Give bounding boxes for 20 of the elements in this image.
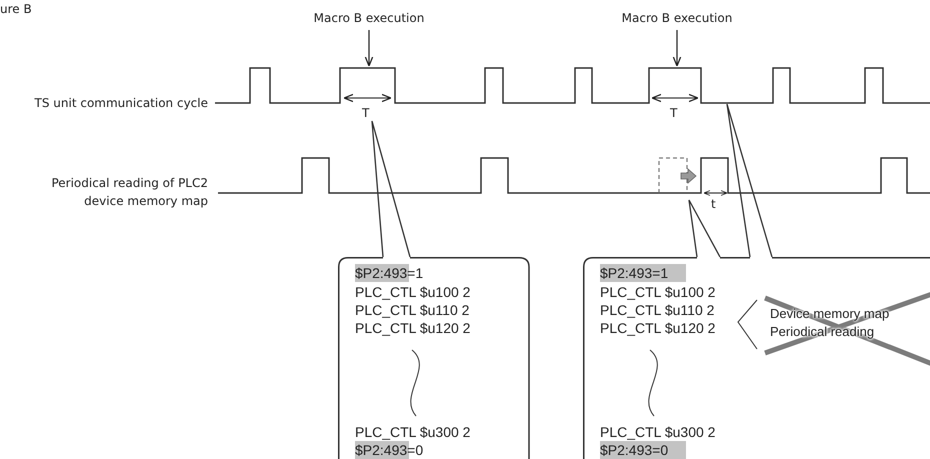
code-line: PLC_CTL $u100 2	[355, 283, 470, 301]
signal-name: TS unit communication cycle	[34, 95, 208, 112]
callout-bubble	[583, 257, 930, 459]
code-line: PLC_CTL $u300 2	[600, 423, 716, 441]
duration-label: T	[362, 105, 370, 122]
callout-bubble	[338, 257, 530, 459]
code-line: PLC_CTL $u110 2	[600, 301, 714, 319]
arrow	[672, 30, 682, 67]
signal-name: Periodical reading of PLC2 device memory map	[50, 175, 208, 210]
duration-label: T	[670, 105, 678, 122]
code-line: PLC_CTL $u120 2	[600, 319, 716, 337]
figure-title: ure B	[0, 1, 32, 18]
duration-label: t	[711, 196, 716, 213]
event-label: Macro B execution	[613, 9, 741, 27]
code-line: PLC_CTL $u110 2	[355, 301, 470, 319]
arrow	[364, 30, 374, 67]
code-line: PLC_CTL $u300 2	[355, 423, 470, 441]
code-line: PLC_CTL $u100 2	[600, 283, 716, 301]
code-line: PLC_CTL $u120 2	[355, 319, 470, 337]
event-label: Macro B execution	[305, 9, 433, 27]
